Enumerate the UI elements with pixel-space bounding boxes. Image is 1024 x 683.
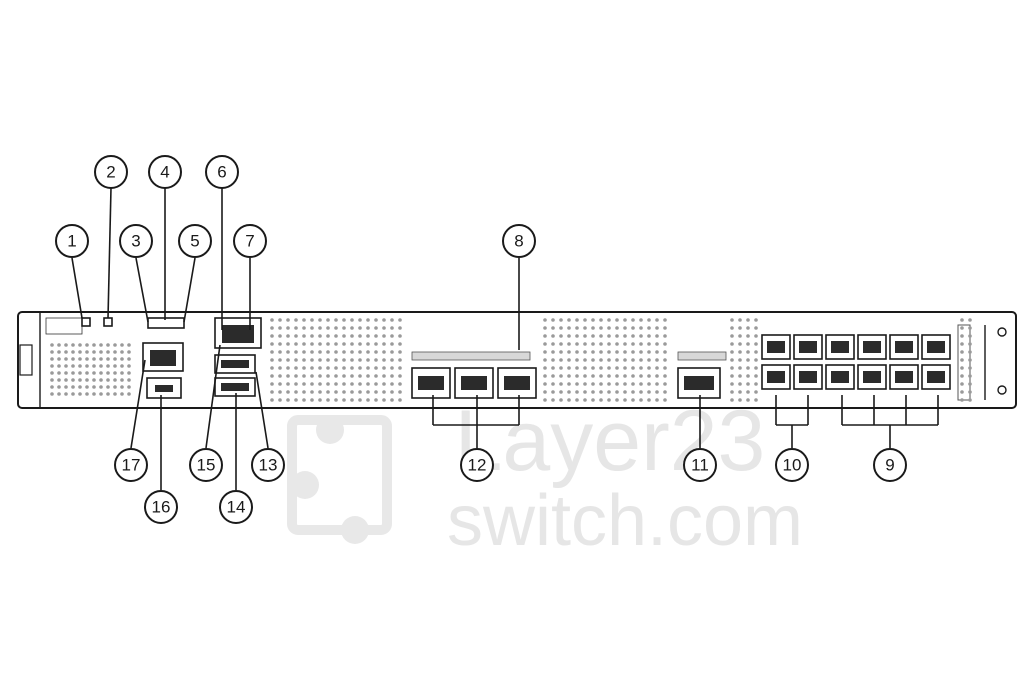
- callout-16: 16: [144, 490, 178, 524]
- callout-number: 16: [152, 498, 171, 517]
- callout-number: 6: [217, 163, 226, 182]
- led-group-3-5: [147, 317, 185, 329]
- callout-number: 2: [106, 163, 115, 182]
- callout-circle: [114, 448, 148, 482]
- callout-6: 6: [205, 155, 239, 189]
- callout-number: 10: [783, 456, 802, 475]
- uplink-group: [411, 351, 537, 399]
- callout-number: 4: [160, 163, 169, 182]
- callout-number: 17: [122, 456, 141, 475]
- callout-4: 4: [148, 155, 182, 189]
- callout-number: 12: [468, 456, 487, 475]
- callout-circle: [189, 448, 223, 482]
- callout-circle: [683, 448, 717, 482]
- callout-circle: [873, 448, 907, 482]
- callout-number: 7: [245, 232, 254, 251]
- callout-circle: [119, 224, 153, 258]
- watermark: Layer23 switch.com: [287, 393, 803, 561]
- callout-circle: [251, 448, 285, 482]
- callout-1: 1: [55, 224, 89, 258]
- callout-circle: [55, 224, 89, 258]
- callout-circle: [205, 155, 239, 189]
- callout-circle: [94, 155, 128, 189]
- callout-circle: [502, 224, 536, 258]
- left-panel: [45, 317, 262, 399]
- vent-grid: [50, 318, 972, 402]
- callout-17: 17: [114, 448, 148, 482]
- callout-10: 10: [775, 448, 809, 482]
- callout-15: 15: [189, 448, 223, 482]
- callout-number: 11: [691, 456, 709, 475]
- callout-7: 7: [233, 224, 267, 258]
- led-2: [103, 317, 113, 327]
- callout-circle: [144, 490, 178, 524]
- callout-number: 5: [190, 232, 199, 251]
- left-handle: [19, 344, 33, 376]
- callout-number: 3: [131, 232, 140, 251]
- callout-9: 9: [873, 448, 907, 482]
- callout-circle: [460, 448, 494, 482]
- callout-12: 12: [460, 448, 494, 482]
- sfp-port-grid: [761, 334, 951, 390]
- callout-number: 8: [514, 232, 523, 251]
- mount-screw-bottom: [997, 385, 1007, 395]
- callout-circle: [219, 490, 253, 524]
- leader-lines: [71, 187, 939, 490]
- callout-circle: [233, 224, 267, 258]
- watermark-logo: [287, 415, 392, 544]
- callout-number: 15: [197, 456, 216, 475]
- sfp-port: [793, 364, 823, 390]
- callout-circle: [178, 224, 212, 258]
- single-port-group: [677, 351, 727, 399]
- callout-13: 13: [251, 448, 285, 482]
- callout-circle: [775, 448, 809, 482]
- callout-8: 8: [502, 224, 536, 258]
- callout-3: 3: [119, 224, 153, 258]
- callout-14: 14: [219, 490, 253, 524]
- callout-5: 5: [178, 224, 212, 258]
- callout-number: 1: [67, 232, 76, 251]
- led-1: [81, 317, 91, 327]
- callout-number: 9: [885, 456, 894, 475]
- mount-screw-top: [997, 327, 1007, 337]
- watermark-line2: switch.com: [447, 481, 803, 561]
- callout-11: 11: [683, 448, 717, 482]
- callout-number: 13: [259, 456, 278, 475]
- callout-circle: [148, 155, 182, 189]
- callout-number: 14: [227, 498, 246, 517]
- callout-2: 2: [94, 155, 128, 189]
